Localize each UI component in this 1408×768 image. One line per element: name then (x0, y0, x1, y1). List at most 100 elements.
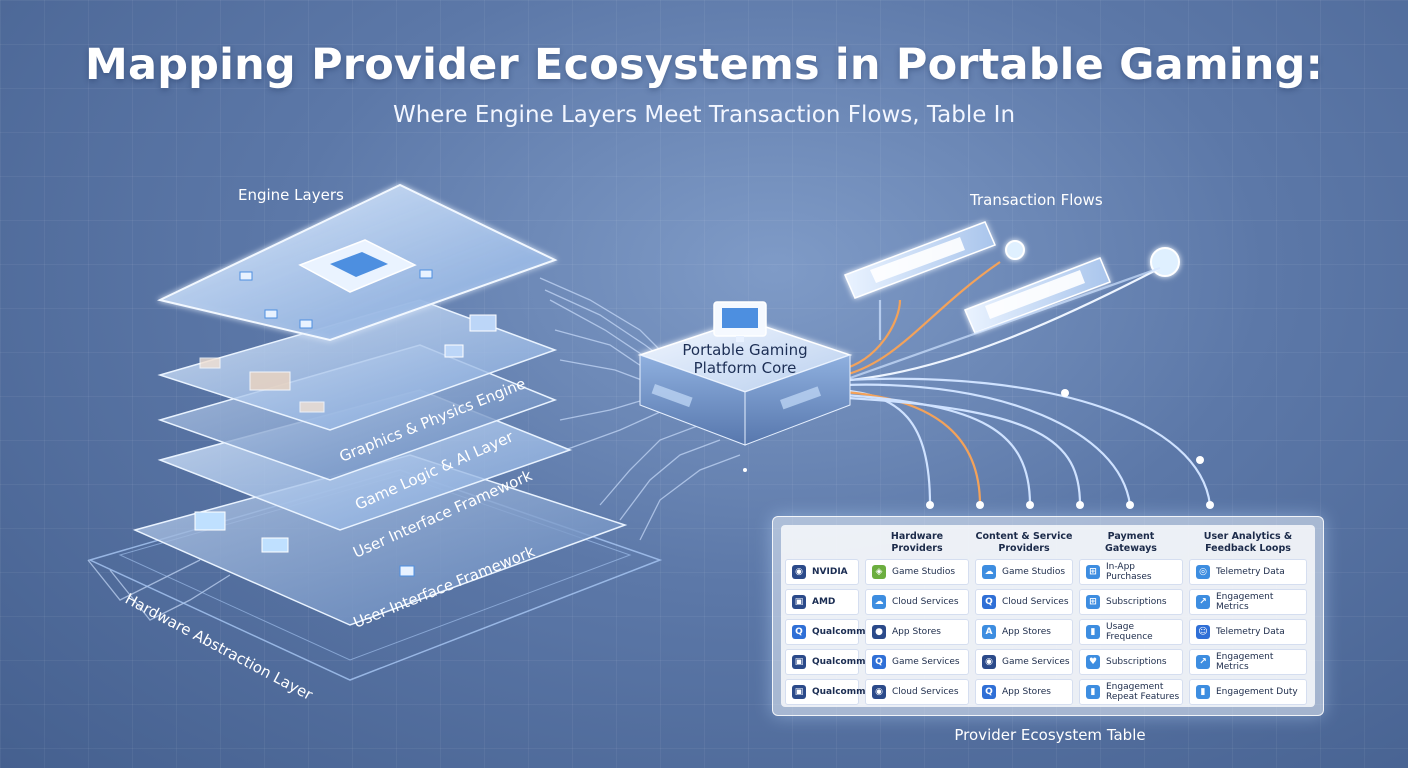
table-cell: Q Cloud Services (975, 589, 1073, 615)
engine-stack: Graphics & Physics Engine Game Logic & A… (90, 185, 660, 704)
flow-endpoint-icon (1061, 389, 1069, 397)
cell-text: Cloud Services (892, 687, 959, 697)
cell-text: App Stores (1002, 627, 1051, 637)
table-cell: ⊞In-App Purchases (1079, 559, 1183, 585)
provider-ecosystem-table: Hardware ProvidersContent & Service Prov… (772, 516, 1324, 716)
circuit-node-icon (420, 270, 432, 278)
table-cell: ▮ Engagement Repeat Features (1079, 679, 1183, 705)
cell-text: Telemetry Data (1216, 567, 1285, 577)
cell-text: Engagement Metrics (1216, 592, 1306, 612)
chart-icon: ↗ (1196, 595, 1210, 609)
flow-endpoint-icon (1126, 501, 1134, 509)
cell-text: Qualcomm (812, 627, 866, 637)
users-icon: ☺ (1196, 625, 1210, 639)
column-header: Payment Gateways (1079, 531, 1183, 555)
cell-text: Game Studios (892, 567, 955, 577)
cell-text: Engagement Duty (1216, 687, 1298, 697)
table-cell: ▣Qualcomm (785, 649, 859, 675)
module-block-icon (300, 402, 324, 412)
bar-chart-icon: ▮ (1086, 625, 1100, 639)
table-cell: A App Stores (975, 619, 1073, 645)
flow-node-large-icon (1151, 248, 1179, 276)
table-cell: ◉ Cloud Services (865, 679, 969, 705)
table-cell: ↗ Engagement Metrics (1189, 589, 1307, 615)
flow-endpoint-icon (1206, 501, 1214, 509)
bar-chart-icon: ▮ (1196, 685, 1210, 699)
chip-icon: ▣ (792, 595, 806, 609)
transaction-flow-bars (845, 222, 1179, 333)
bar-chart-icon: ▮ (1086, 685, 1100, 699)
cell-text: Qualcomm (812, 687, 866, 697)
circuit-node-icon (300, 320, 312, 328)
flow-endpoint-icon (1076, 501, 1084, 509)
apple-icon: ● (872, 625, 886, 639)
table-cell: ▣Qualcomm (785, 679, 859, 705)
cell-text: Game Services (1002, 657, 1070, 667)
column-header: User Analytics & Feedback Loops (1189, 531, 1307, 555)
circuit-node-icon (400, 566, 414, 576)
cell-text: NVIDIA (812, 567, 848, 577)
cell-text: Subscriptions (1106, 657, 1167, 667)
memory-chip-icon (470, 315, 496, 331)
chip-icon: ▣ (792, 685, 806, 699)
circuit-node-icon (265, 310, 277, 318)
gamepad-icon: ◉ (872, 685, 886, 699)
app-store-icon: A (982, 625, 996, 639)
table-caption: Provider Ecosystem Table (772, 726, 1328, 744)
nvidia-logo-icon: ◈ (872, 565, 886, 579)
table-cell: Q App Stores (975, 679, 1073, 705)
flow-endpoint-icon (926, 501, 934, 509)
cell-text: Game Services (892, 657, 960, 667)
gamepad-icon: ◉ (792, 565, 806, 579)
table-cell: ☁ Game Studios (975, 559, 1073, 585)
cell-text: Usage Frequence (1106, 622, 1182, 642)
qualcomm-q-icon: Q (982, 595, 996, 609)
table-cell: ● App Stores (865, 619, 969, 645)
table-cell: ◉ NVIDIA (785, 559, 859, 585)
chart-icon: ↗ (1196, 655, 1210, 669)
table-cell: ◈ Game Studios (865, 559, 969, 585)
core-label-line1: Portable Gaming (682, 341, 807, 359)
cloud-icon: ☁ (872, 595, 886, 609)
heart-icon: ♥ (1086, 655, 1100, 669)
table-cell: ↗Engagement Metrics (1189, 649, 1307, 675)
flow-endpoint-icon (1026, 501, 1034, 509)
chip-icon: ▣ (792, 655, 806, 669)
module-block-icon (250, 372, 290, 390)
cell-text: AMD (812, 597, 835, 607)
table-cell: ☺ Telemetry Data (1189, 619, 1307, 645)
cart-icon: ⊞ (1086, 565, 1100, 579)
qualcomm-q-icon: Q (982, 685, 996, 699)
table-cell: ⊞ Subscriptions (1079, 589, 1183, 615)
qualcomm-q-icon: Q (872, 655, 886, 669)
table-cell: ▮ Usage Frequence (1079, 619, 1183, 645)
cloud-icon: ☁ (982, 565, 996, 579)
cell-text: App Stores (1002, 687, 1051, 697)
cart-icon: ⊞ (1086, 595, 1100, 609)
table-cell: ◉ Game Services (975, 649, 1073, 675)
table-cell: ☁ Cloud Services (865, 589, 969, 615)
cell-text: Engagement Repeat Features (1106, 682, 1182, 702)
platform-core: Portable Gaming Platform Core (640, 302, 850, 472)
layer-label-hardware: Hardware Abstraction Layer (122, 590, 316, 705)
cell-text: Subscriptions (1106, 597, 1167, 607)
hardware-chip-icon (262, 538, 288, 552)
qualcomm-q-icon: Q (792, 625, 806, 639)
column-header: Hardware Providers (865, 531, 969, 555)
cell-text: Game Studios (1002, 567, 1065, 577)
table-cell: ◎ Telemetry Data (1189, 559, 1307, 585)
table-cell: ▮ Engagement Duty (1189, 679, 1307, 705)
cell-text: App Stores (892, 627, 941, 637)
cell-text: Cloud Services (892, 597, 959, 607)
gamepad-icon: ◉ (982, 655, 996, 669)
table-cell: Q Game Services (865, 649, 969, 675)
table-cell: ♥ Subscriptions (1079, 649, 1183, 675)
eye-icon: ◎ (1196, 565, 1210, 579)
cell-text: Cloud Services (1002, 597, 1069, 607)
cell-text: Telemetry Data (1216, 627, 1285, 637)
module-block-icon (200, 358, 220, 368)
column-header: Content & Service Providers (975, 531, 1073, 555)
table-cell: ▣ AMD (785, 589, 859, 615)
